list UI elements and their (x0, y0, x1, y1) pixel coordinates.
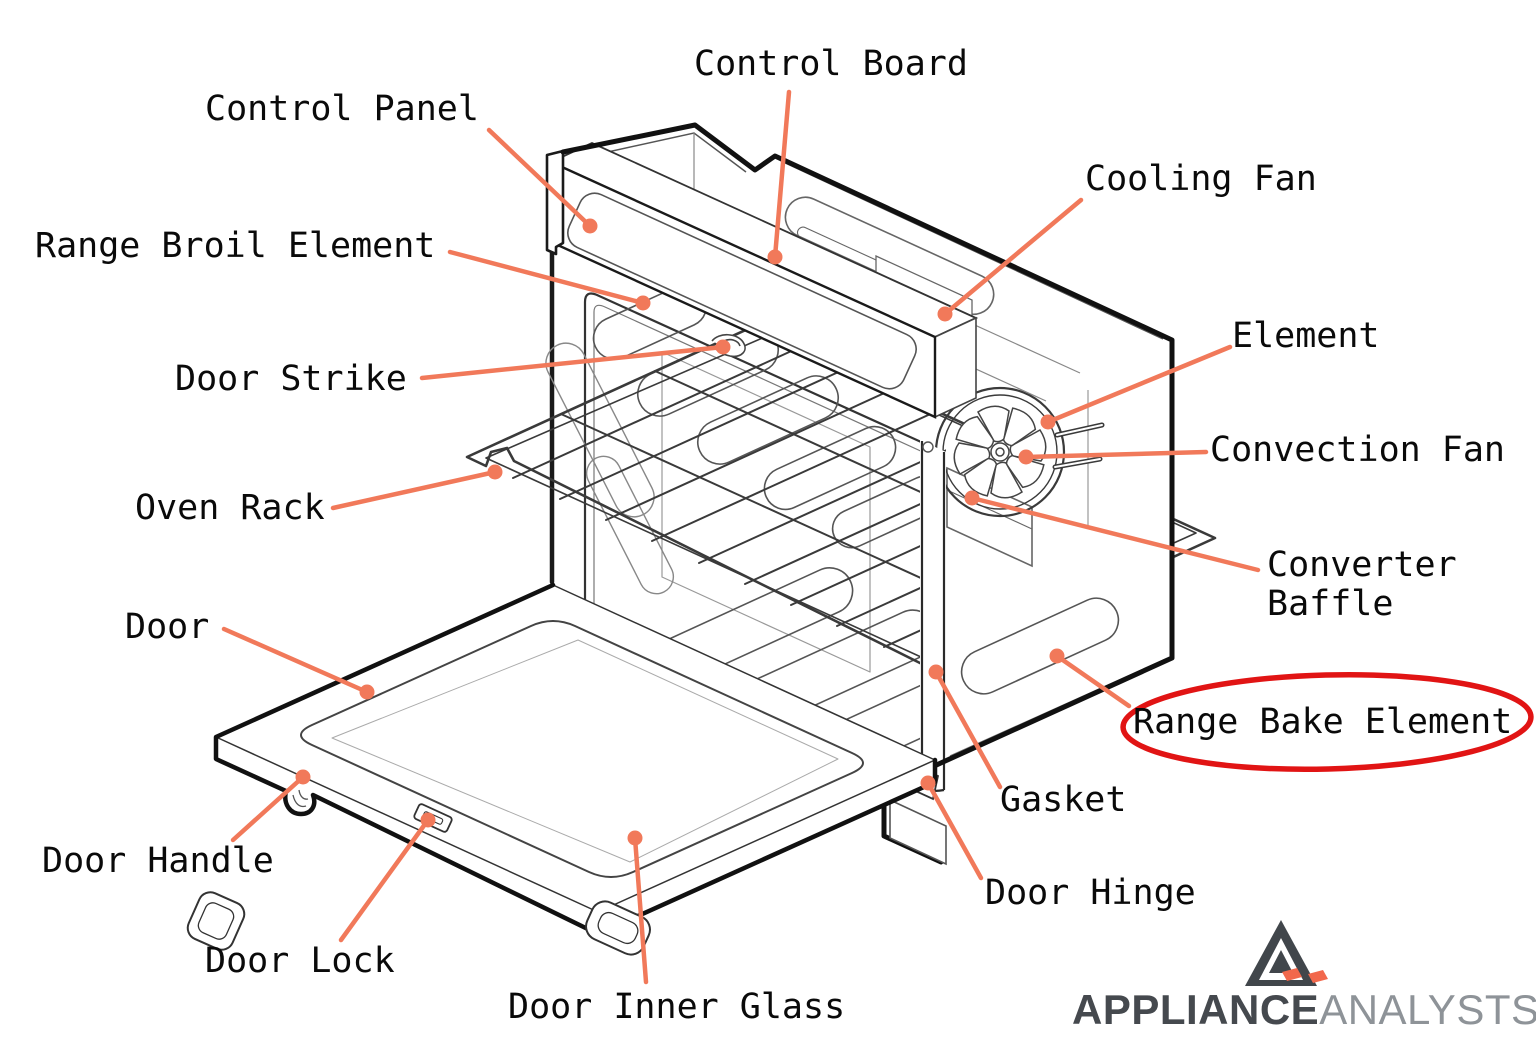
leader-door-hinge (925, 780, 984, 881)
label-door: Door (125, 607, 210, 647)
label-oven-rack: Oven Rack (135, 488, 325, 528)
gasket-strip-drawing (920, 440, 946, 792)
brand-logo: APPLIANCEANALYSTS (1072, 986, 1536, 1034)
label-door-handle: Door Handle (42, 841, 274, 881)
leader-lines (221, 89, 1261, 985)
bottom-panel-drawing (889, 798, 947, 866)
cavity-wall-embossing (545, 342, 675, 595)
leader-element (1045, 344, 1233, 425)
leader-door-inner-glass (632, 835, 649, 985)
leader-door-lock (338, 817, 431, 943)
dot-range-broil (635, 295, 651, 311)
mountain-a-icon (1245, 920, 1328, 986)
label-control-panel: Control Panel (205, 89, 479, 129)
dot-element (1040, 414, 1056, 430)
dot-door (359, 684, 375, 700)
control-panel-drawing (545, 142, 979, 419)
leader-control-board (772, 89, 792, 260)
convection-fan-drawing (951, 403, 1049, 501)
leader-gasket (933, 669, 1003, 790)
dot-door-strike (715, 339, 731, 355)
leader-door-strike (419, 344, 726, 381)
bake-element-loop (960, 597, 1120, 695)
label-door-lock: Door Lock (205, 941, 395, 981)
dot-door-hinge (920, 775, 936, 791)
label-element: Element (1232, 316, 1380, 356)
label-convection-fan: Convection Fan (1210, 430, 1506, 470)
door-handle-drawing (292, 789, 309, 808)
cabinet-outline (560, 122, 1175, 865)
dot-door-lock (420, 812, 436, 828)
dot-door-handle (295, 769, 311, 785)
highlight-ellipse (1120, 671, 1534, 773)
leader-oven-rack (330, 469, 498, 511)
leader-range-broil (447, 249, 646, 306)
dot-door-inner-glass (627, 830, 643, 846)
door-feet-drawing (186, 891, 651, 956)
dot-oven-rack (487, 464, 503, 480)
right-reveal (934, 345, 1172, 761)
label-gasket: Gasket (1000, 780, 1127, 820)
leader-door (221, 626, 370, 695)
label-door-strike: Door Strike (175, 359, 407, 399)
dot-range-bake (1049, 648, 1065, 664)
label-door-hinge: Door Hinge (985, 873, 1196, 913)
leader-convection-fan (1023, 449, 1209, 460)
dot-converter-baffle (964, 490, 980, 506)
label-converter-baffle: Converter Baffle (1267, 545, 1457, 624)
dot-convection-fan (1018, 449, 1034, 465)
leader-cooling-fan (942, 197, 1084, 317)
dot-cooling-fan (937, 306, 953, 322)
label-range-bake-element: Range Bake Element (1133, 702, 1513, 742)
door-inner-glass-drawing (300, 620, 864, 878)
label-door-inner-glass: Door Inner Glass (508, 987, 846, 1027)
brand-name-bold: APPLIANCE (1072, 986, 1320, 1033)
door-drawing (213, 582, 938, 937)
leader-door-handle (230, 774, 306, 843)
leader-control-panel (486, 127, 593, 229)
brand-name-light: ANALYSTS (1319, 986, 1536, 1033)
leader-converter-baffle (969, 495, 1261, 573)
leader-dots (295, 218, 1065, 846)
dot-gasket (928, 664, 944, 680)
leader-range-bake (1054, 653, 1132, 709)
dot-control-panel (582, 218, 598, 234)
label-control-board: Control Board (694, 44, 968, 84)
dot-control-board (767, 249, 783, 265)
label-range-broil-element: Range Broil Element (35, 226, 436, 266)
label-cooling-fan: Cooling Fan (1085, 159, 1317, 199)
